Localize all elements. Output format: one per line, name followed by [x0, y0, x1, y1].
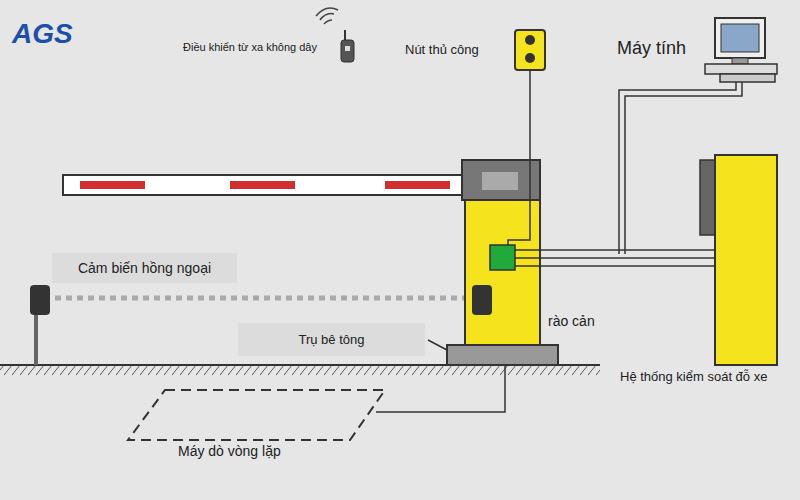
- node-text: Cảm biến hồng ngoại: [78, 260, 211, 276]
- wireless-signal: [316, 8, 338, 24]
- infrared-beam: [55, 296, 470, 301]
- ground-hatch: [0, 365, 600, 375]
- keyboard: [720, 74, 775, 82]
- barrier-label: rào cản: [548, 313, 595, 329]
- infrared-receiver: [472, 285, 492, 315]
- computer-monitor: [715, 18, 765, 58]
- loop-detector: [128, 390, 385, 440]
- controller-board: [490, 245, 515, 270]
- parking-control-cabinet: [715, 155, 777, 365]
- logo-text: AGS: [12, 18, 73, 50]
- button-wire: [508, 70, 530, 245]
- motor-head: [462, 160, 540, 200]
- parking-system-label: Hệ thống kiểm soát đỗ xe: [620, 369, 767, 384]
- barrier-post: [465, 200, 540, 345]
- infrared-sensor: [30, 285, 50, 315]
- concrete-base: [447, 345, 558, 365]
- label-box: Cảm biến hồng ngoại: [52, 253, 237, 283]
- loop-detector-label: Máy dò vòng lặp: [178, 443, 281, 459]
- computer-label: Máy tính: [617, 38, 686, 59]
- remote-label: Điều khiển từ xa không dây: [183, 41, 317, 53]
- loop-wire: [376, 365, 505, 412]
- manual-button: [515, 30, 545, 70]
- barrier-arm: [63, 175, 520, 195]
- cabinet-side: [700, 160, 715, 235]
- button-label: Nút thủ công: [405, 42, 479, 57]
- remote-control: [341, 40, 354, 62]
- leader-line: [428, 340, 447, 350]
- node-text: Trụ bê tông: [298, 332, 364, 347]
- label-box: Trụ bê tông: [238, 323, 425, 356]
